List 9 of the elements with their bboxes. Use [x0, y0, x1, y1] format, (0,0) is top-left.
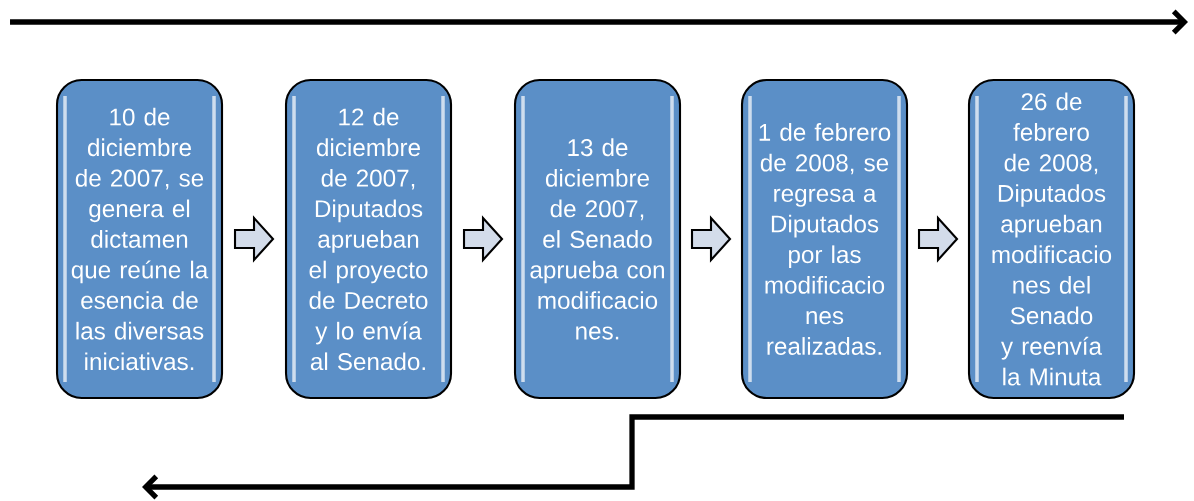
process-box: 12 de diciembre de 2007, Diputados aprueban el proyecto de Decreto y lo envía al Senado. [284, 78, 453, 400]
chevron-arrow [690, 215, 732, 263]
chevron-arrow [462, 215, 504, 263]
chevron-arrow [917, 215, 959, 263]
process-box: 26 de febrero de 2008, Diputados aprueban modificacio nes del Senado y reenvía la Minuta [967, 78, 1136, 400]
process-box: 10 de diciembre de 2007, se genera el dictamen que reúne la esencia de las diversas iniciativas. [55, 78, 224, 400]
chevron-arrow [233, 215, 275, 263]
process-box: 1 de febrero de 2008, se regresa a Diputados por las modificacio nes realizadas. [740, 78, 909, 400]
process-box: 13 de diciembre de 2007, el Senado aprueba con modificacio nes. [513, 78, 682, 400]
